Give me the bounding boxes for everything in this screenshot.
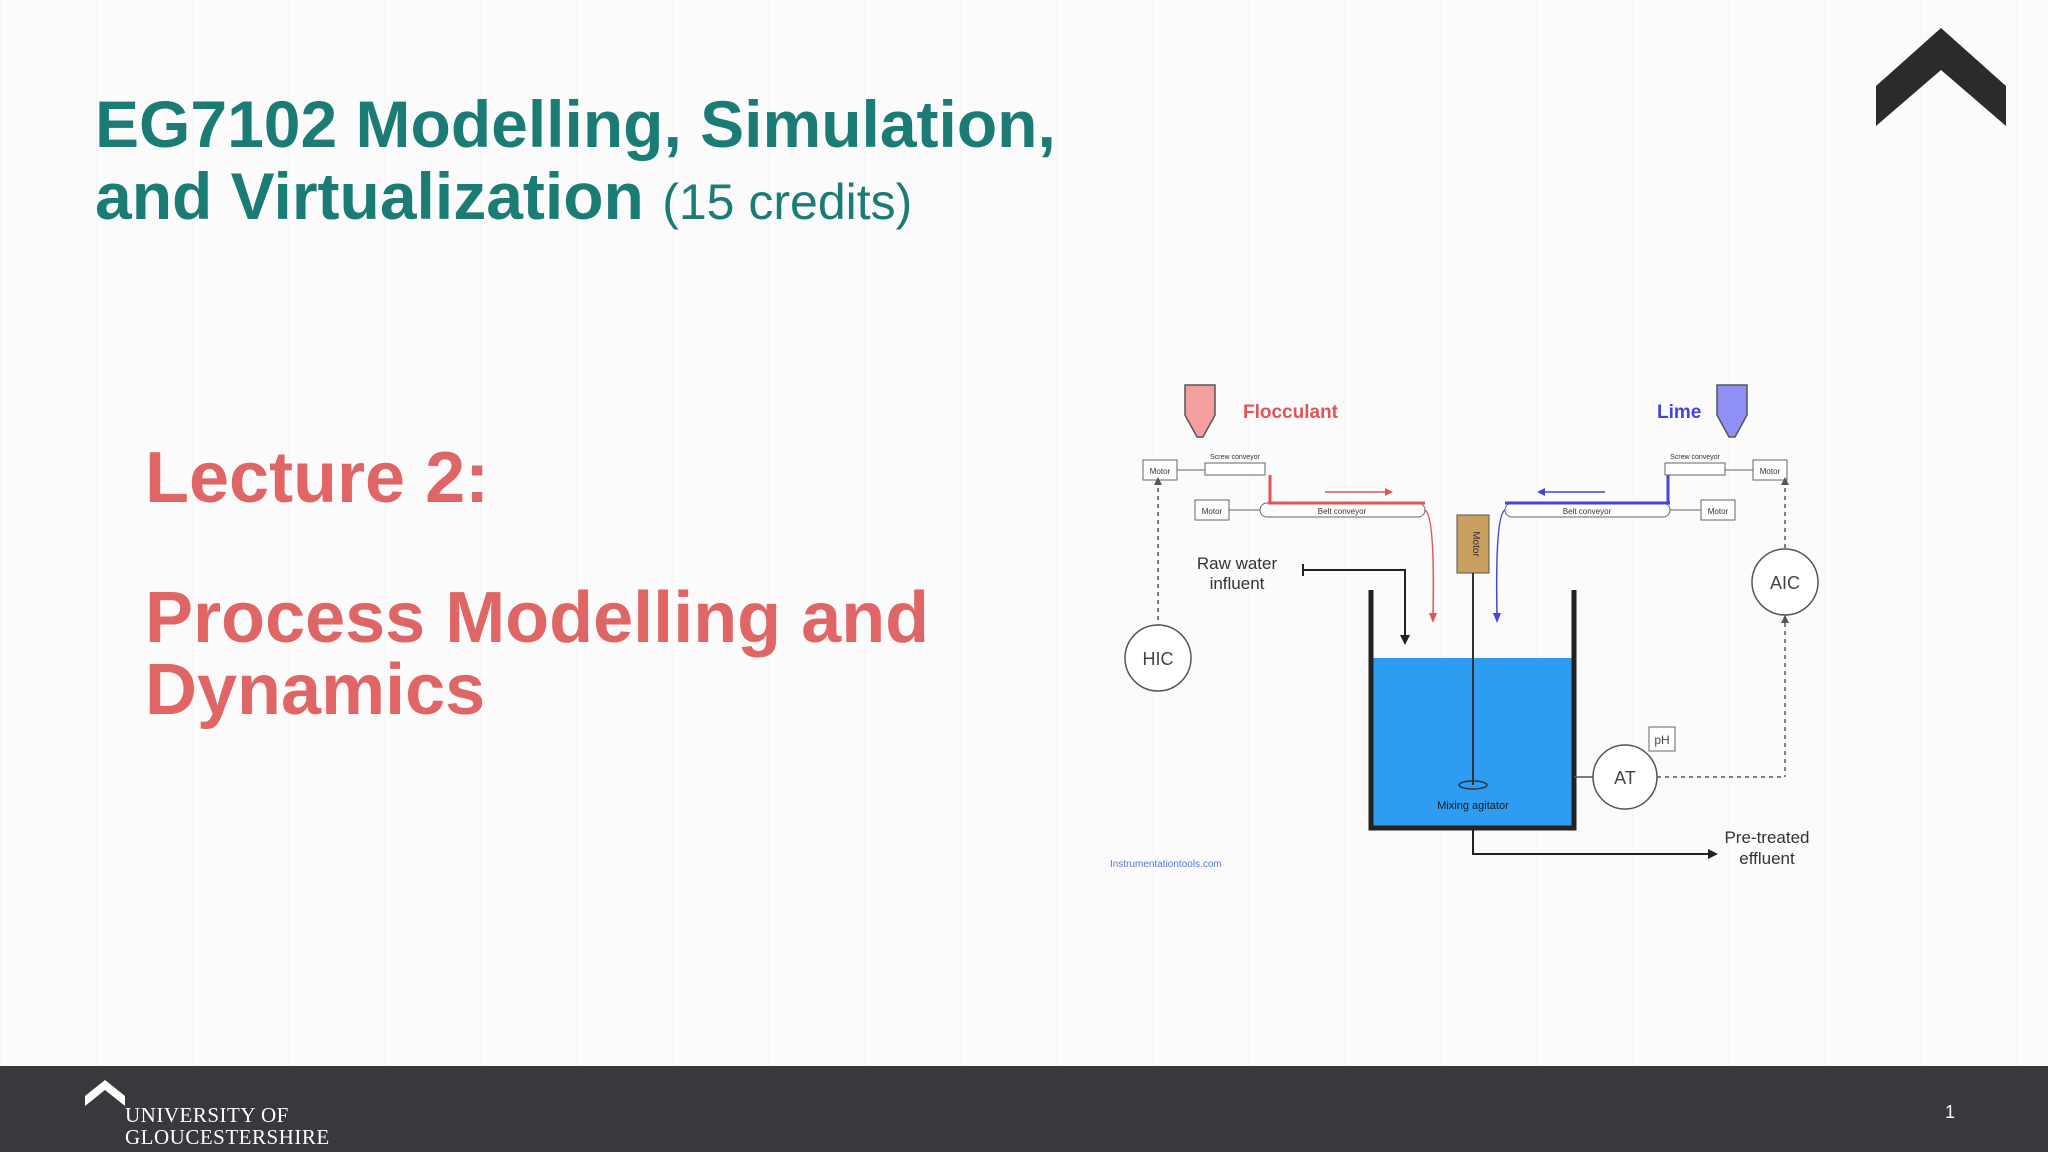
lecture-title-line2: Dynamics: [145, 650, 486, 730]
footer-bar: [0, 1066, 2048, 1152]
right-screw-label: Screw conveyor: [1670, 454, 1720, 461]
left-lower-motor-label: Motor: [1202, 507, 1223, 516]
course-title-line2-text: and Virtualization: [95, 159, 644, 233]
right-belt-label: Belt conveyor: [1563, 507, 1612, 516]
mixing-agitator-label: Mixing agitator: [1437, 800, 1509, 812]
ph-box: [1648, 726, 1676, 752]
hic-label: HIC: [1143, 649, 1174, 669]
lecture-label: Lecture 2:: [145, 438, 490, 518]
raw-water-label: Raw water: [1197, 554, 1278, 573]
lime-label: Lime: [1657, 402, 1701, 423]
university-name-line1: UNIVERSITY OF: [125, 1103, 289, 1127]
left-upper-motor-label: Motor: [1150, 467, 1171, 476]
ph-label: pH: [1654, 733, 1669, 747]
flocculant-label: Flocculant: [1243, 402, 1339, 423]
raw-water-label-2: influent: [1210, 574, 1265, 593]
hic-instrument: [1124, 624, 1192, 692]
left-screw-conveyor: [1204, 462, 1266, 476]
right-lower-motor-label: Motor: [1708, 507, 1729, 516]
left-belt-label: Belt conveyor: [1318, 507, 1367, 516]
lime-hopper: [1716, 384, 1748, 438]
university-name: UNIVERSITY OF GLOUCESTERSHIRE: [125, 1104, 330, 1148]
chevron-logo-icon: [1876, 28, 2006, 126]
page-number: 1: [1945, 1102, 1956, 1122]
process-diagram: Flocculant Lime Motor Screw conveyor Mot…: [1110, 384, 1819, 870]
left-screw-label: Screw conveyor: [1210, 454, 1260, 461]
flocculant-hopper: [1184, 384, 1216, 438]
diagram-credit: Instrumentationtools.com: [1110, 859, 1222, 870]
course-credits: (15 credits): [662, 174, 913, 230]
course-title-line1: EG7102 Modelling, Simulation,: [95, 87, 1056, 161]
course-title-line2: and Virtualization (15 credits): [95, 160, 1095, 238]
slide-canvas: [0, 0, 2048, 1066]
aic-label: AIC: [1770, 573, 1800, 593]
right-upper-motor-label: Motor: [1760, 467, 1781, 476]
university-chevron-icon: [85, 1080, 125, 1106]
lecture-title-line1: Process Modelling and: [145, 578, 930, 658]
university-name-line2: GLOUCESTERSHIRE: [125, 1125, 330, 1149]
effluent-label-2: effluent: [1739, 849, 1795, 868]
effluent-label: Pre-treated: [1724, 828, 1809, 847]
at-label: AT: [1614, 768, 1636, 788]
lecture-heading: Lecture 2: Process Modelling and Dynamic…: [145, 442, 1045, 726]
right-screw-conveyor: [1664, 462, 1726, 476]
agitator-motor-label: Motor: [1470, 531, 1481, 557]
agitator-motor: [1456, 514, 1490, 574]
course-title: EG7102 Modelling, Simulation, and Virtua…: [95, 88, 1095, 238]
